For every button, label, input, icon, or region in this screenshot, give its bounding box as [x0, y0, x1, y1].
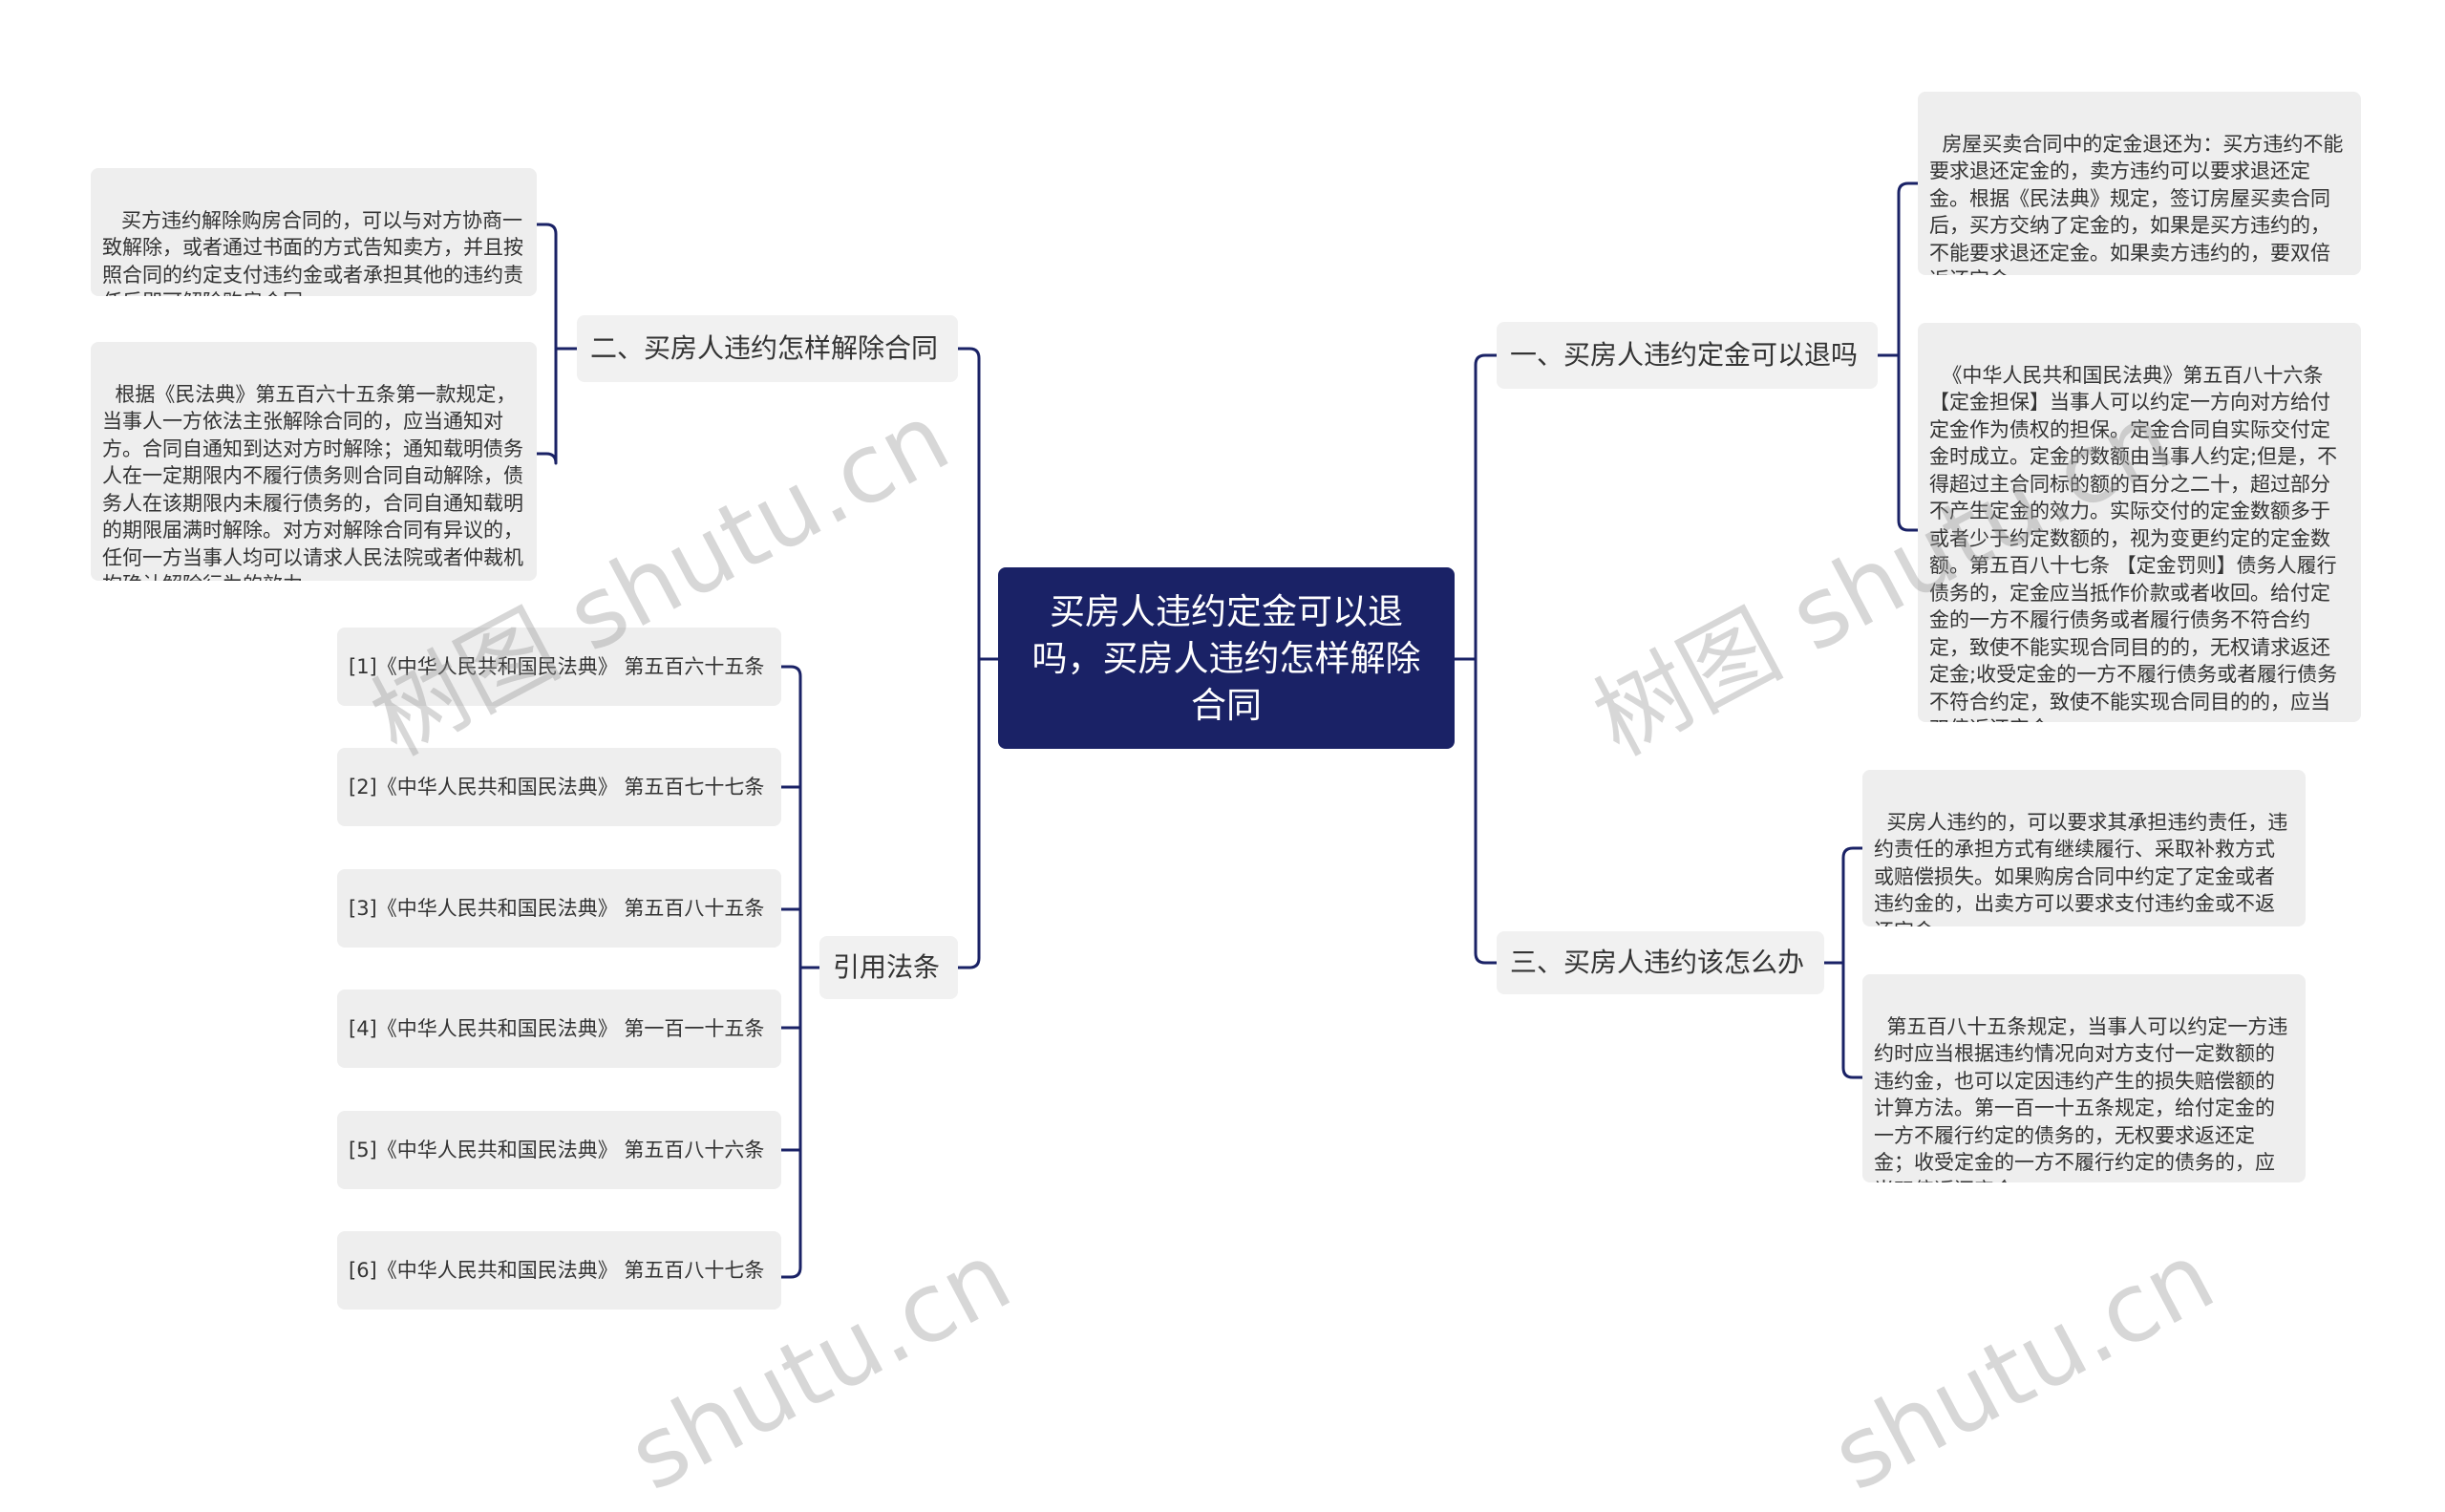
branch-label: 引用法条 — [833, 951, 941, 983]
reference-item[interactable]: [2]《中华人民共和国民法典》 第五百七十七条 — [337, 748, 781, 826]
connector-b1-leaves — [1876, 181, 1920, 532]
branch-what-to-do[interactable]: 三、买房人违约该怎么办 — [1497, 931, 1824, 994]
connector-root-to-b3 — [1474, 657, 1499, 965]
connector-b4-refs — [779, 665, 821, 1279]
branch-terminate-contract[interactable]: 二、买房人违约怎样解除合同 — [577, 315, 958, 382]
connector-root-to-b1 — [1453, 353, 1499, 661]
reference-text: [4]《中华人民共和国民法典》 第一百一十五条 — [349, 1017, 765, 1040]
connector-b2-leaves — [535, 223, 579, 465]
connector-root-to-b4 — [956, 657, 981, 969]
branch-label: 三、买房人违约该怎么办 — [1510, 947, 1805, 978]
branch-label: 二、买房人违约怎样解除合同 — [590, 332, 939, 364]
leaf-civil-code-586-587[interactable]: 《中华人民共和国民法典》第五百八十六条【定金担保】当事人可以约定一方向对方给付定… — [1918, 323, 2361, 722]
leaf-text: 第五百八十五条规定，当事人可以约定一方违约时应当根据违约情况向对方支付一定数额的… — [1874, 1014, 2288, 1183]
leaf-civil-code-565[interactable]: 根据《民法典》第五百六十五条第一款规定，当事人一方依法主张解除合同的，应当通知对… — [91, 342, 537, 581]
leaf-text: 根据《民法典》第五百六十五条第一款规定，当事人一方依法主张解除合同的，应当通知对… — [102, 382, 523, 582]
reference-text: [1]《中华人民共和国民法典》 第五百六十五条 — [349, 655, 765, 678]
root-topic[interactable]: 买房人违约定金可以退吗，买房人违约怎样解除合同 — [998, 567, 1455, 749]
connector-b3-leaves — [1822, 846, 1864, 1079]
reference-text: [2]《中华人民共和国民法典》 第五百七十七条 — [349, 776, 765, 799]
reference-item[interactable]: [6]《中华人民共和国民法典》 第五百八十七条 — [337, 1231, 781, 1310]
root-topic-label: 买房人违约定金可以退吗，买房人违约怎样解除合同 — [1031, 590, 1421, 726]
reference-text: [6]《中华人民共和国民法典》 第五百八十七条 — [349, 1259, 765, 1282]
reference-item[interactable]: [3]《中华人民共和国民法典》 第五百八十五条 — [337, 869, 781, 948]
connector-lines — [535, 181, 1920, 1279]
reference-item[interactable]: [4]《中华人民共和国民法典》 第一百一十五条 — [337, 990, 781, 1068]
branch-label: 一、买房人违约定金可以退吗 — [1510, 339, 1859, 371]
reference-text: [5]《中华人民共和国民法典》 第五百八十六条 — [349, 1139, 765, 1161]
connector-root-to-b2 — [956, 347, 1000, 661]
leaf-articles-585-115[interactable]: 第五百八十五条规定，当事人可以约定一方违约时应当根据违约情况向对方支付一定数额的… — [1862, 974, 2306, 1182]
leaf-deposit-refund-rule[interactable]: 房屋买卖合同中的定金退还为：买方违约不能要求退还定金的，卖方违约可以要求退还定金… — [1918, 92, 2361, 275]
leaf-buyer-terminate[interactable]: 买方违约解除购房合同的，可以与对方协商一致解除，或者通过书面的方式告知卖方，并且… — [91, 168, 537, 296]
leaf-text: 买房人违约的，可以要求其承担违约责任，违约责任的承担方式有继续履行、采取补救方式… — [1874, 810, 2288, 927]
reference-item[interactable]: [5]《中华人民共和国民法典》 第五百八十六条 — [337, 1111, 781, 1189]
reference-item[interactable]: [1]《中华人民共和国民法典》 第五百六十五条 — [337, 628, 781, 706]
leaf-text: 《中华人民共和国民法典》第五百八十六条【定金担保】当事人可以约定一方向对方给付定… — [1929, 363, 2338, 723]
reference-text: [3]《中华人民共和国民法典》 第五百八十五条 — [349, 897, 765, 920]
branch-references[interactable]: 引用法条 — [819, 936, 958, 999]
branch-refund-deposit[interactable]: 一、买房人违约定金可以退吗 — [1497, 322, 1878, 389]
leaf-text: 房屋买卖合同中的定金退还为：买方违约不能要求退还定金的，卖方违约可以要求退还定金… — [1929, 132, 2344, 276]
leaf-liability[interactable]: 买房人违约的，可以要求其承担违约责任，违约责任的承担方式有继续履行、采取补救方式… — [1862, 770, 2306, 926]
leaf-text: 买方违约解除购房合同的，可以与对方协商一致解除，或者通过书面的方式告知卖方，并且… — [102, 208, 523, 297]
